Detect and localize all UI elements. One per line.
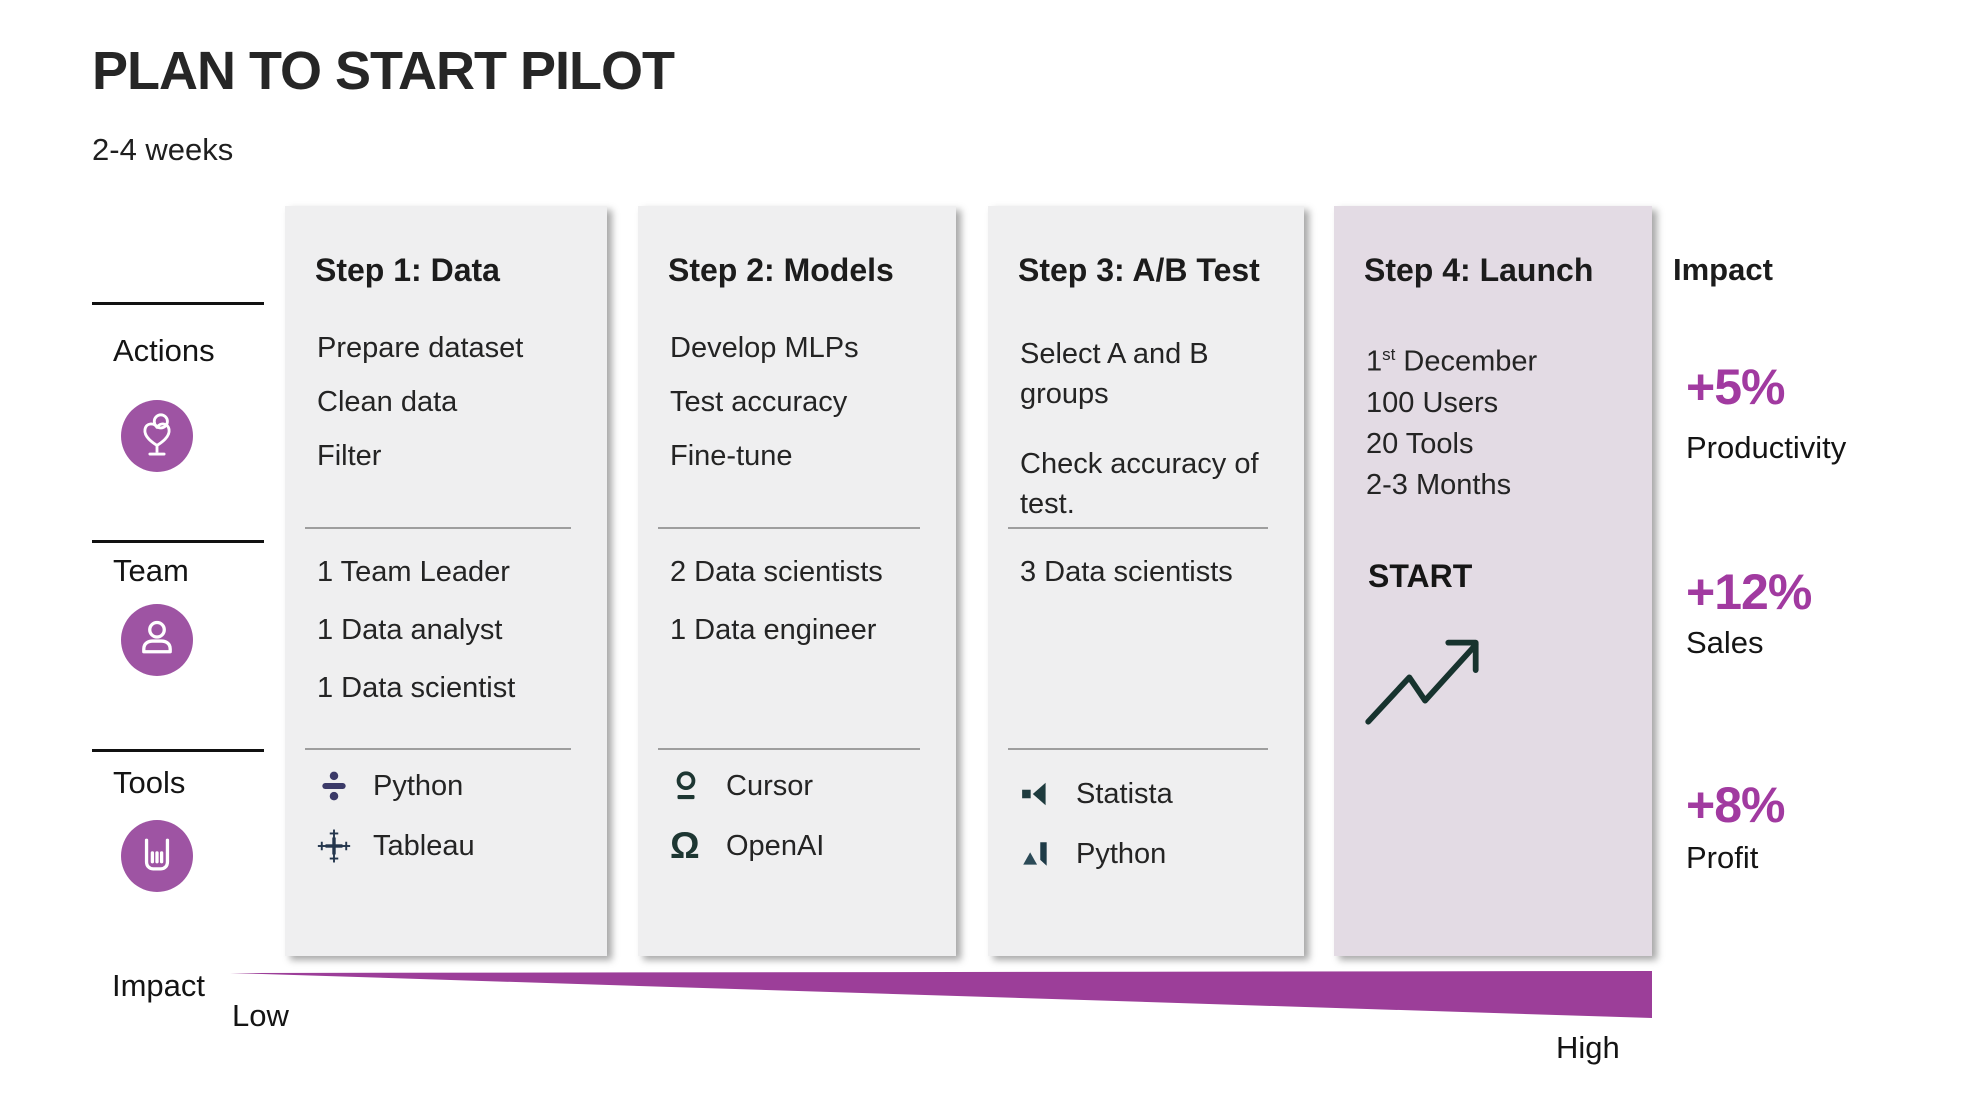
step-3-team: 3 Data scientists <box>1020 558 1278 616</box>
tool-row: Python <box>1020 832 1278 876</box>
tool-row: Tableau <box>317 824 581 868</box>
step-2-card: Step 2: Models Develop MLPs Test accurac… <box>638 206 956 956</box>
launch-detail: 20 Tools <box>1366 427 1474 460</box>
sidebar-label-team: Team <box>113 553 189 588</box>
card-divider <box>1008 527 1268 529</box>
tool-row: Statista <box>1020 772 1278 816</box>
axis-label-low: Low <box>232 998 289 1033</box>
step-4-card: Step 4: Launch 1st December 100 Users 20… <box>1334 206 1652 956</box>
sidebar-divider <box>92 540 264 543</box>
team-item: 2 Data scientists <box>670 556 883 588</box>
team-item: 1 Team Leader <box>317 556 510 588</box>
step-4-title: Step 4: Launch <box>1364 252 1594 288</box>
step-1-card: Step 1: Data Prepare dataset Clean data … <box>285 206 607 956</box>
card-divider <box>658 748 920 750</box>
page-title: PLAN TO START PILOT <box>92 41 675 101</box>
heart-plant-icon <box>135 411 179 462</box>
tools-badge <box>121 820 193 892</box>
step-3-actions: Select A and B groups Check accuracy of … <box>1020 334 1270 541</box>
impact-header: Impact <box>1673 252 1773 287</box>
python-flag-icon <box>1020 838 1060 870</box>
tableau-logo-icon <box>317 829 357 863</box>
team-item: 3 Data scientists <box>1020 556 1233 588</box>
action-item: Test accuracy <box>670 386 848 418</box>
action-item: Develop MLPs <box>670 332 859 364</box>
sidebar-label-actions: Actions <box>113 333 215 368</box>
action-item: Prepare dataset <box>317 332 524 364</box>
axis-label-high: High <box>1556 1030 1620 1065</box>
card-divider <box>305 748 571 750</box>
start-label: START <box>1368 558 1473 594</box>
team-item: 1 Data engineer <box>670 614 877 646</box>
person-icon <box>135 616 179 665</box>
step-1-actions: Prepare dataset Clean data Filter <box>317 334 581 496</box>
page-subtitle: 2-4 weeks <box>92 132 234 167</box>
step-3-card: Step 3: A/B Test Select A and B groups C… <box>988 206 1304 956</box>
action-item: Select A and B groups <box>1020 338 1209 410</box>
tool-name: OpenAI <box>726 829 825 862</box>
team-item: 1 Data analyst <box>317 614 503 646</box>
tool-name: Statista <box>1076 777 1173 810</box>
step-2-tools: Cursor Ω OpenAI <box>670 764 930 884</box>
tool-name: Python <box>1076 837 1167 870</box>
tool-name: Python <box>373 769 464 802</box>
metric-label-productivity: Productivity <box>1686 430 1847 465</box>
launch-date: 1st December <box>1366 345 1538 378</box>
step-2-title: Step 2: Models <box>668 252 894 288</box>
step-1-team: 1 Team Leader 1 Data analyst 1 Data scie… <box>317 558 581 732</box>
card-divider <box>658 527 920 529</box>
sidebar-label-impact: Impact <box>112 968 206 1003</box>
step-2-actions: Develop MLPs Test accuracy Fine-tune <box>670 334 930 496</box>
openai-logo-icon: Ω <box>670 825 700 866</box>
python-logo-icon <box>317 769 357 803</box>
cursor-logo-icon <box>670 769 710 803</box>
metric-value-profit: +8% <box>1686 777 1785 833</box>
team-item: 1 Data scientist <box>317 672 516 704</box>
step-1-title: Step 1: Data <box>315 252 500 288</box>
step-2-team: 2 Data scientists 1 Data engineer <box>670 558 930 674</box>
metric-label-profit: Profit <box>1686 840 1759 875</box>
metric-label-sales: Sales <box>1686 625 1764 660</box>
action-item: Clean data <box>317 386 458 418</box>
actions-badge <box>121 400 193 472</box>
card-divider <box>305 527 571 529</box>
step-1-tools: Python Tableau <box>317 764 581 884</box>
tool-row: Cursor <box>670 764 930 808</box>
launch-detail: 100 Users <box>1366 386 1499 419</box>
sidebar-label-tools: Tools <box>113 765 186 800</box>
tool-name: Tableau <box>373 829 475 862</box>
card-divider <box>1008 748 1268 750</box>
statista-logo-icon <box>1020 778 1060 810</box>
metric-value-productivity: +5% <box>1686 359 1785 415</box>
trend-arrow-icon <box>1364 610 1482 733</box>
step-3-tools: Statista Python <box>1020 772 1278 892</box>
metric-value-sales: +12% <box>1686 564 1812 620</box>
action-item: Filter <box>317 440 382 472</box>
tool-row: Python <box>317 764 581 808</box>
team-badge <box>121 604 193 676</box>
action-item: Fine-tune <box>670 440 793 472</box>
tool-row: Ω OpenAI <box>670 824 930 868</box>
step-4-details: 1st December 100 Users 20 Tools 2-3 Mont… <box>1366 334 1537 506</box>
bar-chart-bucket-icon <box>135 832 179 881</box>
step-3-title: Step 3: A/B Test <box>1018 252 1260 288</box>
sidebar-divider <box>92 749 264 752</box>
sidebar-divider <box>92 302 264 305</box>
action-item: Check accuracy of test. <box>1020 448 1259 520</box>
launch-detail: 2-3 Months <box>1366 468 1512 501</box>
impact-wedge <box>230 971 1652 1018</box>
tool-name: Cursor <box>726 769 814 802</box>
